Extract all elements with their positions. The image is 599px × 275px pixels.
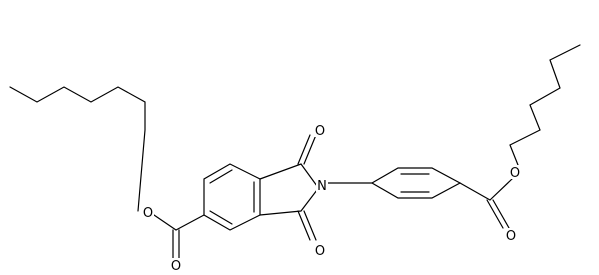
ester-right-c-o-double-a: [486, 199, 504, 229]
imide-ring: [259, 163, 318, 216]
ester-right-ring-c-bond: [459, 182, 491, 201]
ester-left-c-ring-bond: [175, 214, 205, 231]
atom-o-ester-left-carbonyl: O: [170, 258, 182, 274]
atom-o-ester-right-carbonyl: O: [505, 228, 517, 244]
atom-n-imide-label: N: [317, 179, 327, 194]
atom-n-imide: N: [316, 178, 328, 194]
pentyl-chain-right: [509, 44, 581, 171]
bond-layer: [9, 44, 581, 259]
atom-o-ester-left-ether: O: [142, 205, 154, 221]
hexyl-chain-left: [9, 86, 146, 212]
atom-layer: O O N O O O O: [142, 123, 521, 274]
benzene-ring-left: [203, 163, 261, 231]
atom-o-ester-right-ether-label: O: [510, 166, 520, 181]
ring-left-double-3: [209, 210, 233, 225]
ketone-bottom-double-b: [303, 210, 317, 241]
atom-o-ketone-top: O: [314, 123, 326, 139]
atom-o-ketone-bottom: O: [314, 243, 326, 259]
atom-o-ketone-top-label: O: [315, 124, 325, 139]
ketone-top-double-b: [303, 134, 317, 165]
atom-o-ester-right-ether: O: [509, 165, 521, 181]
ester-right-c-o-double-b: [492, 199, 510, 229]
ester-right-c-o-bond: [489, 178, 513, 201]
atom-o-ester-left-carbonyl-label: O: [171, 259, 181, 274]
benzene-ring-right: [370, 167, 462, 199]
ketone-bottom-double-a: [297, 210, 311, 241]
atom-o-ester-right-carbonyl-label: O: [506, 229, 516, 244]
ketone-top-double-a: [297, 134, 311, 165]
atom-o-ketone-bottom-label: O: [315, 244, 325, 259]
ring-left-double-1: [209, 169, 233, 184]
atom-o-ester-left-ether-label: O: [143, 206, 153, 221]
ester-left-c-o-bond: [153, 214, 177, 231]
